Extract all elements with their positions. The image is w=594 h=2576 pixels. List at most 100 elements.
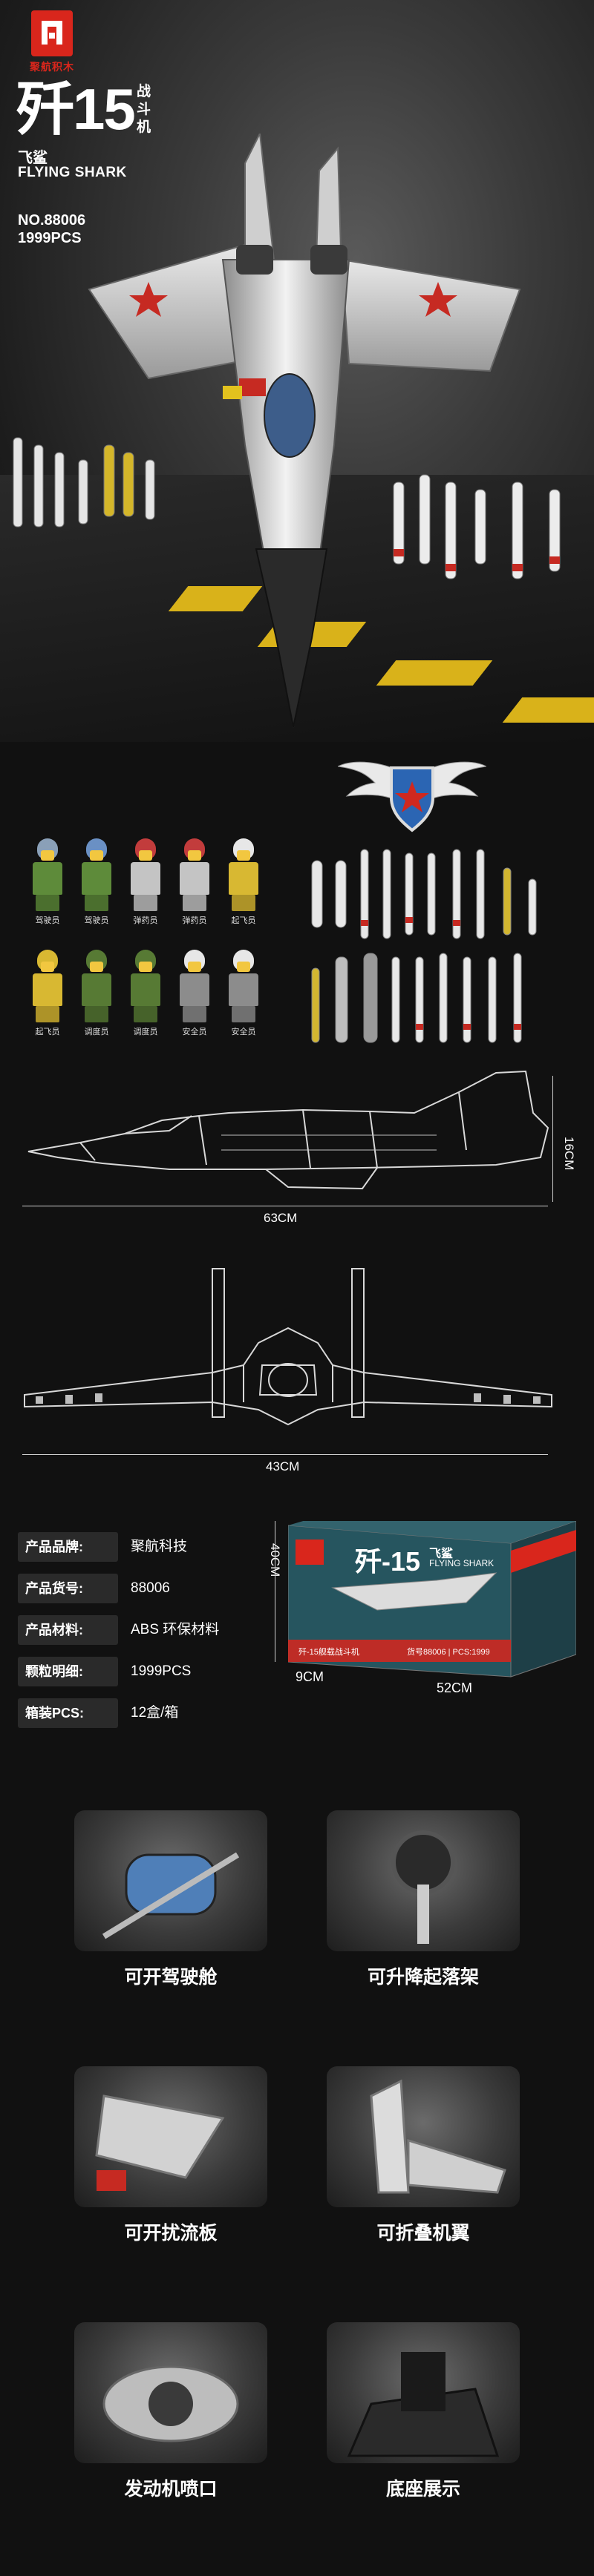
feature-label: 发动机喷口: [124, 2479, 218, 2500]
box-title: 歼-15: [355, 1546, 421, 1577]
feature-label: 可开扰流板: [124, 2223, 218, 2244]
minifigure: 弹药员: [125, 838, 166, 927]
minifigure-legs: [134, 895, 157, 911]
feature-label: 可折叠机翼: [376, 2223, 470, 2244]
minifigure-legs: [85, 895, 108, 911]
item-number: NO.88006: [18, 212, 86, 229]
spec-key: 产品品牌:: [18, 1532, 118, 1562]
minifigure-body: [33, 973, 62, 1006]
spec-row: 产品品牌: 聚航科技: [18, 1532, 252, 1562]
minifigure: 起飞员: [27, 950, 68, 1039]
side-height-line: [552, 1076, 553, 1202]
product-box: 歼-15 飞鲨 FLYING SHARK 歼-15舰载战斗机 货号88006 |…: [287, 1506, 577, 1715]
minifigure: 弹药员: [174, 838, 215, 927]
minifigure: 调度员: [125, 950, 166, 1039]
minifigure-body: [82, 862, 111, 895]
minifigure-face: [41, 850, 54, 861]
box-title-side: 飞鲨: [429, 1548, 454, 1560]
box-bottom-info: 货号88006 | PCS:1999: [407, 1648, 490, 1657]
minifigure-label: 安全员: [182, 1028, 207, 1036]
minifigure-face: [237, 850, 250, 861]
feature-image: [74, 1810, 267, 1951]
minifigure-legs: [232, 895, 255, 911]
front-width-line: [22, 1454, 548, 1455]
spec-row: 箱装PCS: 12盒/箱: [18, 1698, 252, 1728]
minifigure-body: [229, 862, 258, 895]
weapon-illustration: [311, 849, 537, 1043]
minifigure-legs: [36, 895, 59, 911]
minifigure: 安全员: [223, 950, 264, 1039]
side-height-label: 16CM: [562, 1137, 576, 1171]
minifigure-body: [229, 973, 258, 1006]
minifigure-set: 驾驶员驾驶员弹药员弹药员起飞员起飞员调度员调度员安全员安全员: [27, 838, 279, 1054]
minifigure-label: 调度员: [133, 1028, 158, 1036]
logo-mark-icon: [31, 10, 73, 56]
spec-value: 1999PCS: [131, 1663, 192, 1679]
minifigure: 驾驶员: [27, 838, 68, 927]
side-length-label: 63CM: [264, 1211, 298, 1225]
product-nickname-en: FLYING SHARK: [18, 165, 127, 180]
brand-logo: 聚航积木: [22, 10, 82, 77]
minifigure-label: 弹药员: [133, 916, 158, 925]
minifigure-body: [180, 973, 209, 1006]
minifigure-label: 安全员: [231, 1028, 256, 1036]
feature-image: [327, 1810, 520, 1951]
minifigure-face: [41, 962, 54, 972]
box-depth-label: 9CM: [296, 1669, 324, 1684]
feature-label: 可升降起落架: [367, 1967, 479, 1988]
minifigure-legs: [134, 1006, 157, 1022]
minifigure-legs: [232, 1006, 255, 1022]
minifigure-label: 调度员: [84, 1028, 109, 1036]
j15-jet-illustration: [13, 134, 561, 728]
minifigure-legs: [183, 895, 206, 911]
spec-value: 88006: [131, 1580, 170, 1596]
spec-row: 颗粒明细: 1999PCS: [18, 1657, 252, 1686]
minifigure-body: [180, 862, 209, 895]
product-nickname-cn: 飞鲨: [18, 150, 48, 166]
spec-key: 箱装PCS:: [18, 1698, 118, 1728]
minifigure-label: 驾驶员: [84, 916, 109, 925]
front-width-label: 43CM: [266, 1459, 300, 1473]
minifigure-body: [33, 862, 62, 895]
product-title-side: 战斗机: [137, 84, 151, 135]
spec-key: 颗粒明细:: [18, 1657, 118, 1686]
feature-image: [74, 2322, 267, 2463]
logo-text: 聚航积木: [30, 61, 74, 73]
minifigure: 起飞员: [223, 838, 264, 927]
minifigure-label: 驾驶员: [35, 916, 60, 925]
spec-value: 聚航科技: [131, 1539, 188, 1554]
box-bottom-text: 歼-15舰载战斗机: [298, 1648, 359, 1657]
minifigure: 调度员: [76, 950, 117, 1039]
minifigure: 安全员: [174, 950, 215, 1039]
minifigure-face: [139, 962, 152, 972]
wings-badge-icon: [338, 761, 486, 832]
spec-key: 产品货号:: [18, 1574, 118, 1603]
spec-key: 产品材料:: [18, 1615, 118, 1645]
minifigure-legs: [85, 1006, 108, 1022]
feature-label: 可开驾驶舱: [124, 1967, 218, 1988]
box-width-label: 52CM: [437, 1680, 473, 1695]
spec-row: 产品材料:ABS 环保材料: [18, 1615, 252, 1645]
box-subtitle-en: FLYING SHARK: [429, 1558, 495, 1568]
piece-count: 1999PCS: [18, 230, 82, 246]
minifigure-face: [139, 850, 152, 861]
minifigure-face: [188, 850, 201, 861]
feature-image: [74, 2066, 267, 2207]
minifigure-label: 起飞员: [231, 916, 256, 925]
minifigure-legs: [36, 1006, 59, 1022]
feature-label: 底座展示: [385, 2479, 460, 2500]
minifigure-face: [188, 962, 201, 972]
minifigure-body: [82, 973, 111, 1006]
weapon-set: [306, 846, 573, 1054]
minifigure-face: [90, 850, 103, 861]
feature-image: [327, 2322, 520, 2463]
spec-value: 12盒/箱: [131, 1705, 179, 1721]
hero-section: 聚航积木 歼15 战斗机 飞鲨 FLYING SHARK NO.88006 19…: [0, 0, 594, 742]
minifigure-legs: [183, 1006, 206, 1022]
minifigure-body: [131, 862, 160, 895]
spec-row: 产品货号: 88006: [18, 1574, 252, 1603]
product-title: 歼15: [16, 76, 136, 142]
feature-image: [327, 2066, 520, 2207]
minifigure-face: [90, 962, 103, 972]
